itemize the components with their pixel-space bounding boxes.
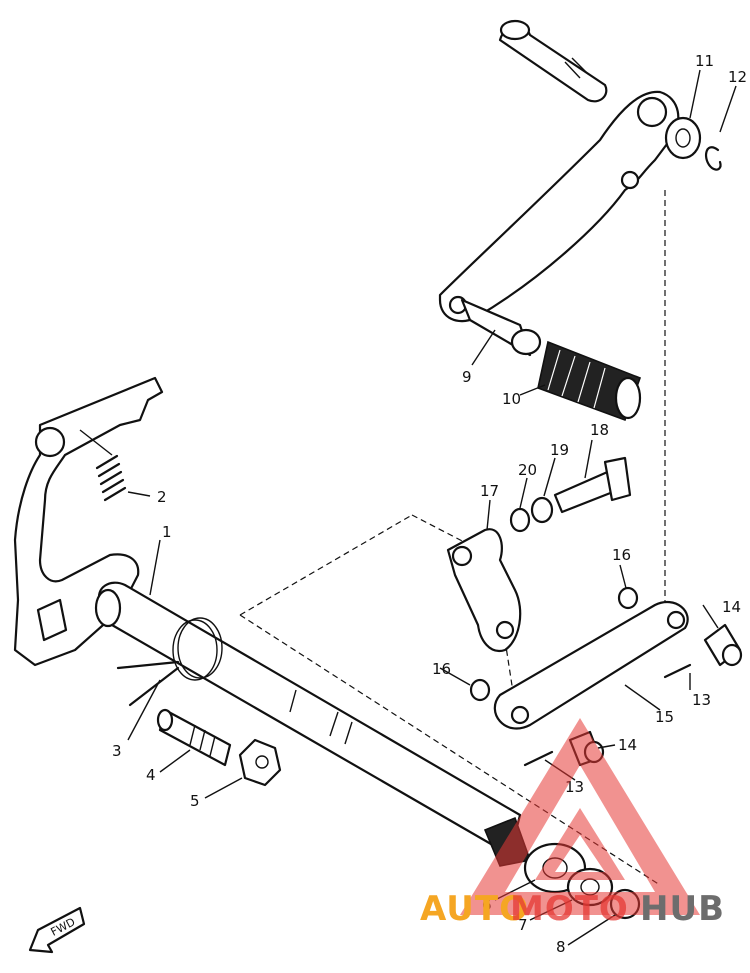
pivot-pin (498, 19, 608, 103)
return-spring (79, 429, 127, 502)
watermark-hub: HUB (640, 889, 725, 929)
hex-nut (238, 738, 282, 787)
forward-arrow-icon: FWD (28, 906, 86, 954)
watermark-moto: MOTO (510, 889, 629, 929)
callout-labels: 1 2 3 4 5 6 7 8 9 10 11 12 13 13 14 14 1… (112, 52, 747, 956)
callout-16a: 16 (612, 546, 631, 564)
callout-16b: 16 (432, 660, 451, 678)
callout-19: 19 (550, 441, 569, 459)
callout-4: 4 (146, 766, 156, 784)
callout-15: 15 (655, 708, 674, 726)
callout-17: 17 (480, 482, 499, 500)
shift-arm (446, 528, 522, 653)
washer-and-clip (664, 69, 737, 171)
rubber-footpeg (537, 340, 642, 422)
callout-2: 2 (157, 488, 167, 506)
callout-14a: 14 (722, 598, 741, 616)
callout-13a: 13 (692, 691, 711, 709)
callout-8: 8 (556, 938, 566, 956)
watermark: AUTO MOTO HUB (420, 718, 725, 929)
callout-9: 9 (462, 368, 472, 386)
shift-pedal (438, 90, 680, 357)
callout-1: 1 (162, 523, 172, 541)
callout-20: 20 (518, 461, 537, 479)
bolt-assembly (509, 456, 632, 533)
watermark-auto: AUTO (420, 889, 529, 929)
callout-11: 11 (695, 52, 714, 70)
link-rod (469, 586, 689, 730)
callout-10: 10 (502, 390, 521, 408)
callout-7: 7 (518, 916, 528, 934)
callout-3: 3 (112, 742, 122, 760)
callout-18: 18 (590, 421, 609, 439)
reference-lines (239, 190, 666, 886)
stud-bolt (156, 708, 232, 767)
callout-12: 12 (728, 68, 747, 86)
callout-14b: 14 (618, 736, 637, 754)
callout-13b: 13 (565, 778, 584, 796)
torsion-spring (116, 617, 223, 707)
callout-5: 5 (190, 792, 200, 810)
